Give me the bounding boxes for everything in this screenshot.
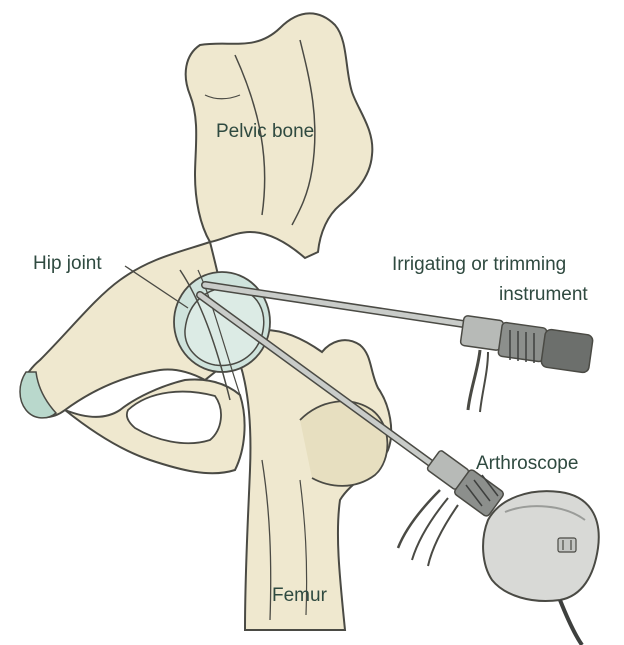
greater-trochanter <box>300 401 387 486</box>
irrigating-instrument-label-line1: Irrigating or trimming <box>392 253 566 277</box>
arthroscope-camera-icon <box>483 491 599 645</box>
irrigating-instrument-label-line2: instrument <box>499 283 588 307</box>
pelvic-bone-label: Pelvic bone <box>216 120 314 144</box>
arthroscope-label: Arthroscope <box>476 452 578 476</box>
femur-label: Femur <box>272 584 327 608</box>
hip-joint-label: Hip joint <box>33 252 102 276</box>
